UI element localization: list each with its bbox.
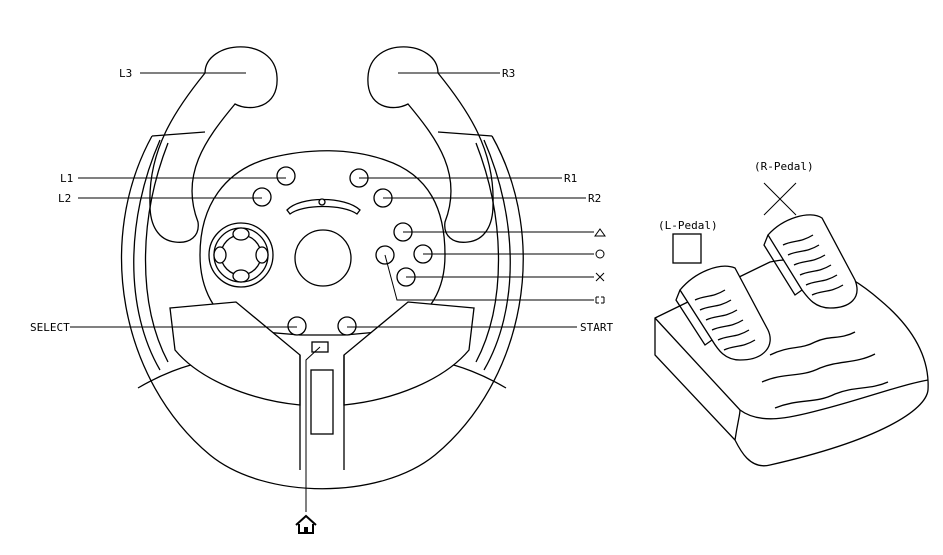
pedal-unit (654, 214, 929, 467)
wheel-labels: L3 R3 L1 L2 R1 R2 SELECT START (30, 67, 613, 334)
l-pedal-square-icon (672, 233, 702, 264)
start-label: START (580, 321, 613, 334)
left-pedal-grip-4 (711, 319, 744, 331)
r2-label: R2 (588, 192, 601, 205)
right-pedal-grip-1 (782, 234, 814, 246)
callouts (70, 72, 594, 512)
l2-label: L2 (58, 192, 71, 205)
home-line (305, 346, 321, 512)
r3-label: R3 (502, 67, 515, 80)
left-pedal-grip-3 (705, 309, 738, 321)
square-line (384, 254, 594, 301)
hub-center (294, 229, 352, 287)
dpad-center (220, 234, 262, 276)
select-label: SELECT (30, 321, 70, 334)
left-pedal-side (675, 289, 713, 346)
dpad-up[interactable] (232, 227, 250, 241)
dpad-right[interactable] (255, 246, 269, 264)
face-button-symbols (594, 228, 606, 304)
left-pedal-grip-1 (694, 289, 726, 301)
right-pedal-grip-5 (805, 274, 838, 286)
base-ridge-3 (774, 381, 889, 409)
select-button[interactable] (287, 316, 307, 336)
l-pedal-label: (L-Pedal) (658, 219, 718, 232)
start-button[interactable] (337, 316, 357, 336)
circle-icon (595, 249, 605, 259)
dpad-down[interactable] (232, 269, 250, 283)
center-slot (310, 369, 334, 435)
home-icon (295, 514, 317, 534)
right-pedal-side (763, 234, 803, 296)
rim-top-right (437, 131, 493, 137)
right-pedal[interactable] (767, 214, 858, 309)
pedal-base-edge (734, 409, 741, 441)
left-pedal-grip-2 (699, 299, 732, 311)
pedal-base-top (654, 317, 929, 420)
right-pedal-grip-6 (811, 284, 844, 296)
left-pedal[interactable] (679, 265, 771, 361)
pedal-labels: (R-Pedal) (L-Pedal) (658, 160, 814, 264)
l1-label: L1 (60, 172, 73, 185)
l1-button[interactable] (276, 166, 296, 186)
outer-rim (120, 135, 524, 490)
dpad-left[interactable] (213, 246, 227, 264)
rim-top-left (151, 131, 206, 137)
right-grip (367, 46, 494, 243)
left-pedal-grip-6 (723, 339, 756, 351)
inner-rim-right (483, 139, 511, 371)
inner-rim-left-2 (144, 142, 169, 363)
right-pedal-grip-4 (799, 264, 832, 276)
base-ridge-2 (761, 353, 876, 383)
inner-rim-left (133, 139, 161, 371)
l2-button[interactable] (252, 187, 272, 207)
steering-wheel (120, 46, 524, 490)
right-pedal-grip-3 (793, 254, 826, 266)
top-indicator-bar (286, 198, 361, 215)
cross-icon (595, 272, 605, 282)
r-pedal-label: (R-Pedal) (754, 160, 814, 173)
r-pedal-cross-icon (763, 182, 797, 216)
r1-label: R1 (564, 172, 577, 185)
l3-label: L3 (119, 67, 132, 80)
inner-rim-right-2 (475, 142, 500, 363)
base-ridge-1 (769, 331, 856, 356)
square-icon (595, 296, 605, 304)
right-pedal-grip-2 (787, 244, 820, 256)
left-pedal-grip-5 (717, 329, 750, 341)
left-grip (149, 46, 278, 243)
triangle-icon (594, 228, 606, 237)
indicator-light (318, 198, 326, 206)
